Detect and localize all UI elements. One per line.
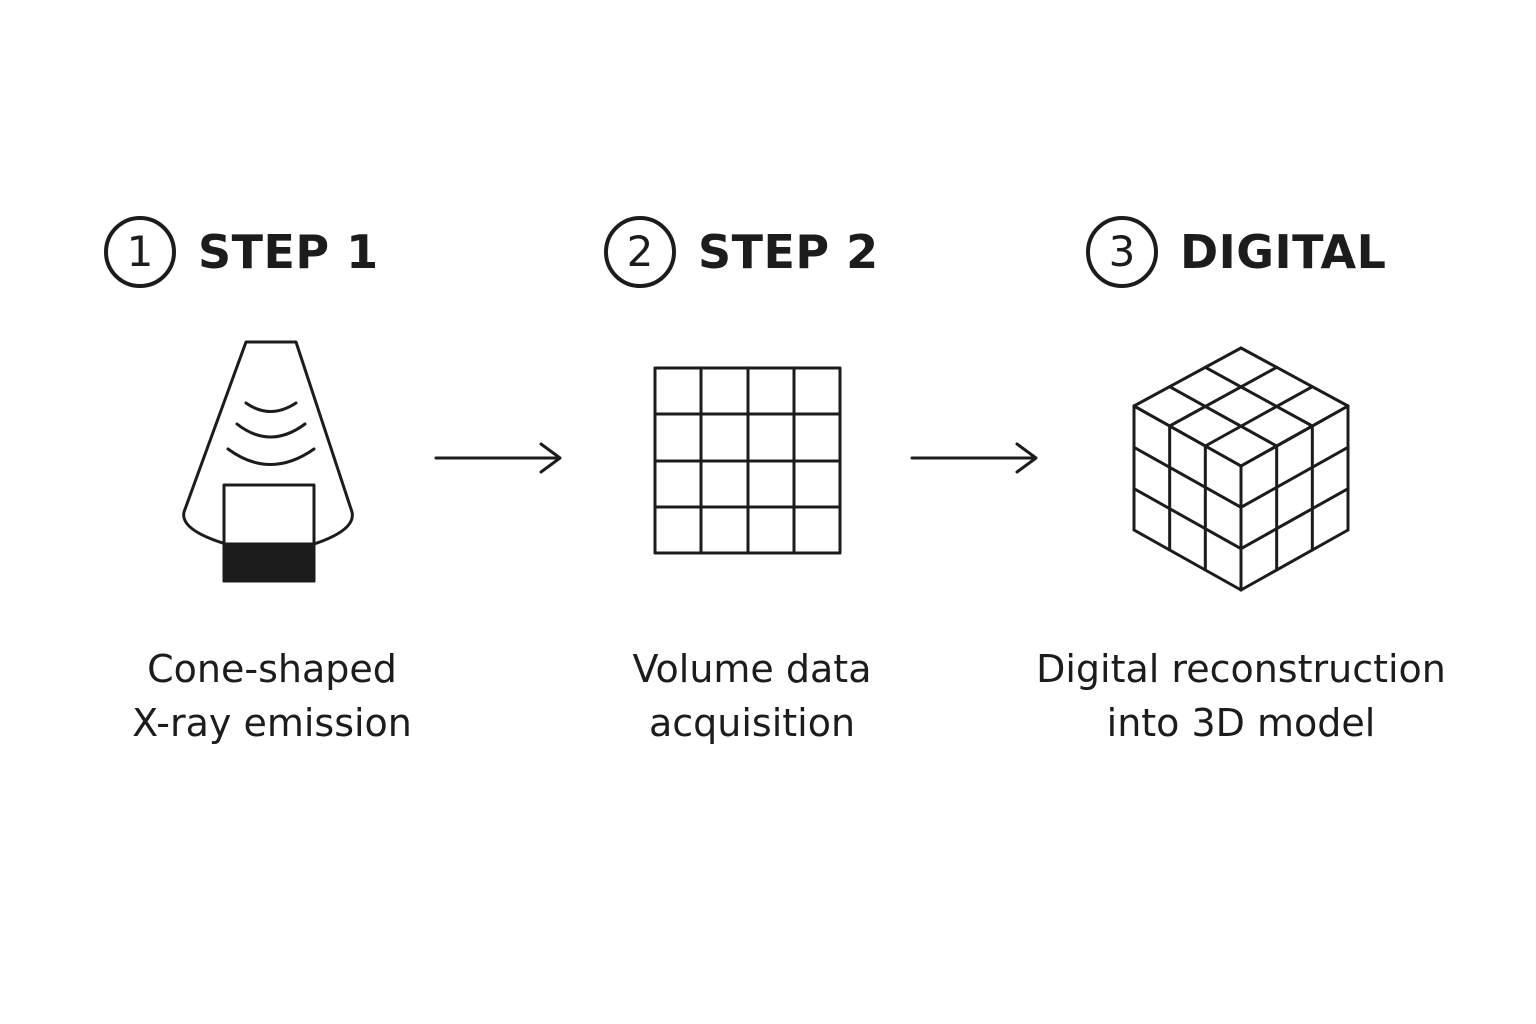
step-2-caption: Volume data acquisition [522, 642, 982, 750]
cube-grid-line [1239, 346, 1350, 408]
cube-grid-line [1239, 487, 1350, 551]
step-1-caption: Cone-shaped X-ray emission [42, 642, 502, 750]
cube-grid-line [1168, 365, 1279, 428]
cube-grid-line [1132, 487, 1243, 551]
step-1-caption-line-1: Cone-shaped [147, 647, 397, 691]
cube-grid-line [1203, 385, 1314, 448]
step-3-number-badge: 3 [1086, 216, 1158, 288]
wave-arc-1 [244, 401, 298, 413]
cube-grid-line [1132, 445, 1243, 509]
step-3-caption-line-2: into 3D model [1106, 701, 1376, 745]
cube-grid-line [1239, 404, 1350, 468]
cube-grid-line [1239, 528, 1350, 592]
step-2-number-badge: 2 [604, 216, 676, 288]
cube-grid-line [1168, 385, 1279, 448]
step-1-caption-line-2: X-ray emission [132, 701, 412, 745]
arrow-right-icon [910, 442, 1038, 474]
step-2-title: STEP 2 [698, 225, 879, 279]
cube-grid-line [1132, 404, 1243, 468]
grid-icon [653, 366, 842, 555]
cube-grid-line [1132, 346, 1243, 408]
cube-grid-line [1132, 528, 1243, 592]
arrow-right-icon [434, 442, 562, 474]
step-2-caption-line-2: acquisition [648, 701, 856, 745]
step-3-caption-line-1: Digital reconstruction [1036, 647, 1446, 691]
step-1-number-badge: 1 [104, 216, 176, 288]
step-2-caption-line-1: Volume data [632, 647, 872, 691]
xray-cone-icon [182, 340, 354, 583]
cube-grid-line [1239, 445, 1350, 509]
cube-icon [1132, 346, 1350, 592]
step-3-title: DIGITAL [1180, 225, 1387, 279]
step-1-header: 1 STEP 1 [104, 212, 379, 292]
wave-arc-2 [235, 422, 307, 439]
step-3-caption: Digital reconstruction into 3D model [1006, 642, 1476, 750]
cone-outline [182, 340, 354, 546]
cube-grid-line [1203, 365, 1314, 428]
step-3-header: 3 DIGITAL [1086, 212, 1386, 292]
detector-base [222, 542, 316, 583]
wave-arc-3 [226, 447, 316, 466]
step-1-title: STEP 1 [198, 225, 379, 279]
step-2-header: 2 STEP 2 [604, 212, 879, 292]
